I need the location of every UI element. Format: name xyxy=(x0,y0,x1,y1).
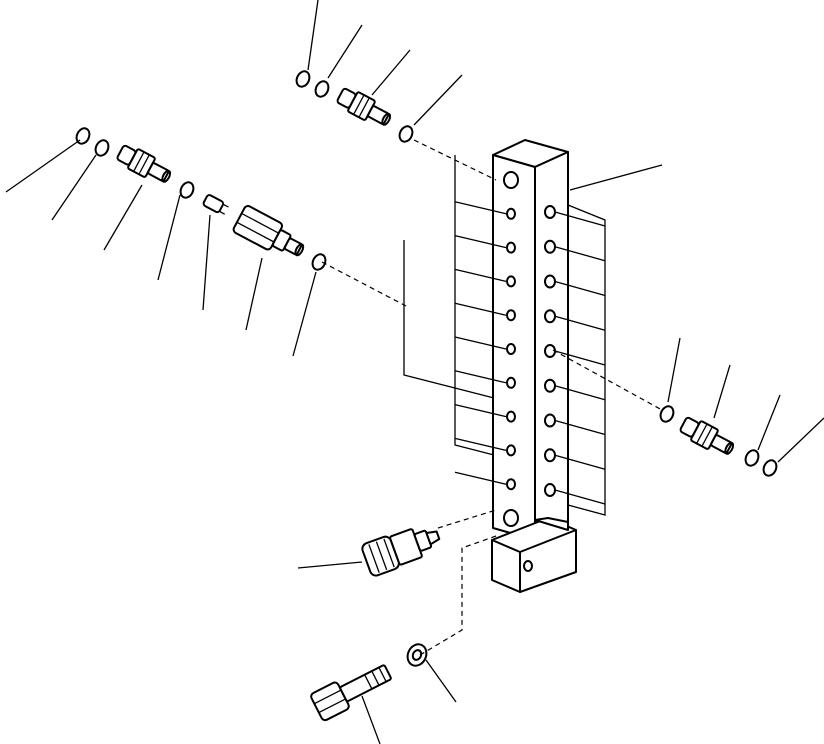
port-leader xyxy=(554,385,606,401)
adapter xyxy=(232,205,305,257)
port-leader xyxy=(454,234,507,249)
o-ring-icon xyxy=(179,181,195,199)
port-hole xyxy=(506,478,516,491)
o-ring-icon xyxy=(659,405,675,423)
o-ring-icon xyxy=(762,459,778,477)
port-leader xyxy=(454,403,507,418)
port-leader xyxy=(454,437,507,452)
o-ring-icon xyxy=(744,449,760,467)
port-leader xyxy=(554,419,606,436)
port-leader xyxy=(454,201,507,215)
o-ring-icon xyxy=(75,127,91,145)
port-hole xyxy=(506,275,516,288)
port-leader xyxy=(454,268,507,283)
port-hole xyxy=(506,343,516,355)
port-hole xyxy=(503,171,519,189)
port-leader xyxy=(454,370,507,384)
o-ring-icon xyxy=(94,139,110,157)
port-leaders xyxy=(454,201,606,505)
port-leader xyxy=(554,246,606,262)
port-leader xyxy=(454,302,507,316)
manifold-block xyxy=(492,139,569,541)
port-hole xyxy=(506,207,516,220)
port-hole xyxy=(506,410,516,423)
port-leader xyxy=(454,471,507,485)
port-leader xyxy=(554,211,606,227)
o-rings xyxy=(75,70,778,477)
front-ports xyxy=(503,171,519,527)
plug xyxy=(202,194,229,215)
hose-fitting-top xyxy=(336,87,392,126)
port-hole xyxy=(506,444,516,457)
hose-fitting-right xyxy=(679,416,735,455)
port-hole xyxy=(506,376,516,389)
port-leader xyxy=(554,350,606,366)
port-hole xyxy=(506,241,516,254)
port-leader xyxy=(454,336,507,350)
hose-fitting-left xyxy=(116,144,172,183)
port-leader xyxy=(554,280,606,297)
o-ring-icon xyxy=(295,70,311,88)
o-ring-icon xyxy=(314,80,330,98)
port-leader xyxy=(554,315,606,331)
leader-lines xyxy=(5,0,824,744)
port-leader xyxy=(554,454,606,470)
port-leader xyxy=(554,489,606,505)
bracket xyxy=(491,517,577,593)
callout-lines xyxy=(321,139,663,656)
pressure-switch xyxy=(361,528,441,577)
port-hole xyxy=(506,309,516,322)
o-ring-icon xyxy=(311,253,327,271)
bolt xyxy=(310,664,392,722)
port-hole xyxy=(503,509,519,527)
washer xyxy=(406,643,428,667)
o-ring-icon xyxy=(398,125,414,143)
